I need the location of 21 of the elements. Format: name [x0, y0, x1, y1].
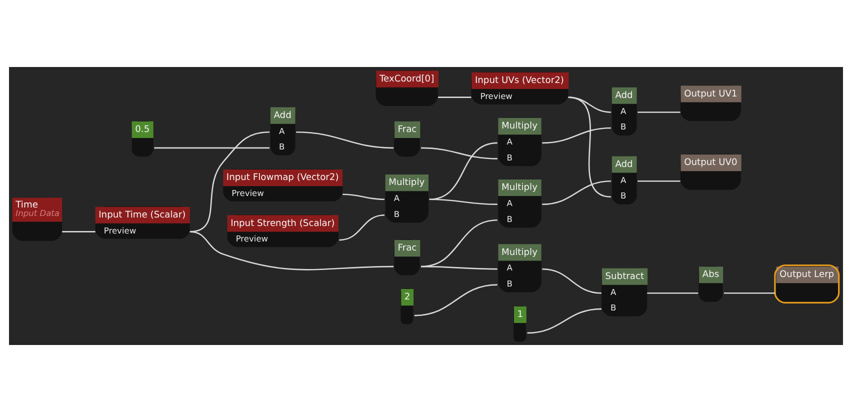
connector	[342, 193, 385, 200]
connector	[647, 292, 698, 294]
connector	[542, 268, 602, 294]
connector	[190, 130, 270, 232]
connector	[421, 265, 498, 270]
connector	[438, 96, 472, 98]
connector	[568, 96, 612, 112]
connector	[339, 214, 385, 240]
connector	[429, 142, 498, 200]
connector	[527, 308, 602, 334]
connector	[568, 96, 612, 198]
connector	[638, 180, 680, 182]
connector	[542, 126, 612, 144]
connector	[542, 180, 612, 204]
connector	[154, 146, 270, 148]
connector	[62, 230, 96, 232]
connector	[296, 130, 394, 148]
connector	[421, 146, 498, 159]
connector	[414, 284, 498, 316]
connector	[724, 292, 776, 294]
connector	[638, 111, 680, 112]
